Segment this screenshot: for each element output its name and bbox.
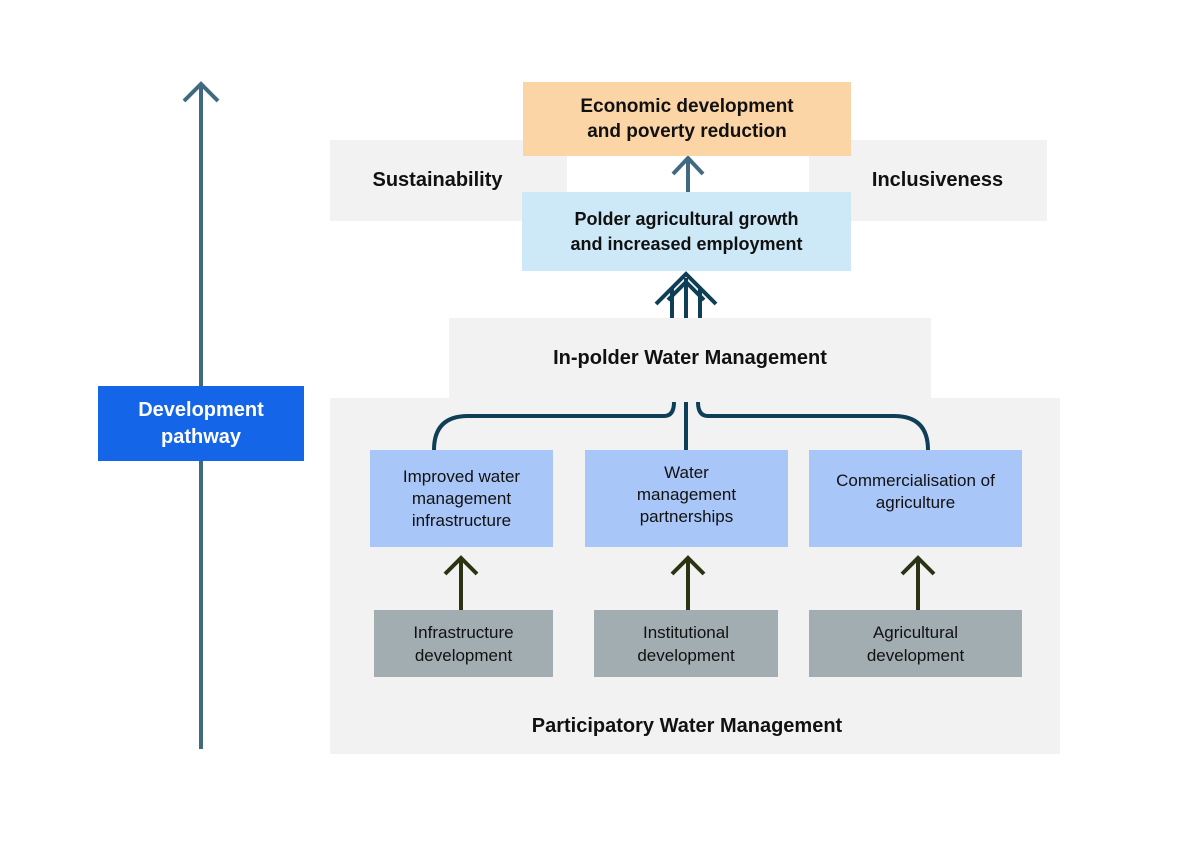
inpolder-panel bbox=[449, 318, 931, 400]
inpolder-water-management-label: In-polder Water Management bbox=[553, 346, 827, 369]
economic-development-box: Economic development and poverty reducti… bbox=[523, 82, 851, 156]
agricultural-growth-box: Polder agricultural growth and increased… bbox=[522, 192, 851, 271]
inclusiveness-label: Inclusiveness bbox=[871, 168, 1004, 191]
input-box-institutional: Institutional development bbox=[594, 610, 778, 677]
outcome-box-infrastructure: Improved water management infrastructure bbox=[370, 450, 553, 547]
development-pathway-box: Development pathway bbox=[98, 386, 304, 461]
participatory-water-management-label: Participatory Water Management bbox=[531, 714, 843, 737]
outcome-box-partnerships: Water management partnerships bbox=[585, 450, 788, 547]
input-box-agricultural: Agricultural development bbox=[809, 610, 1022, 677]
input-box-infrastructure: Infrastructure development bbox=[374, 610, 553, 677]
sustainability-label: Sustainability bbox=[372, 168, 503, 191]
outcome-box-commercialisation: Commercialisation of agriculture bbox=[809, 450, 1022, 547]
